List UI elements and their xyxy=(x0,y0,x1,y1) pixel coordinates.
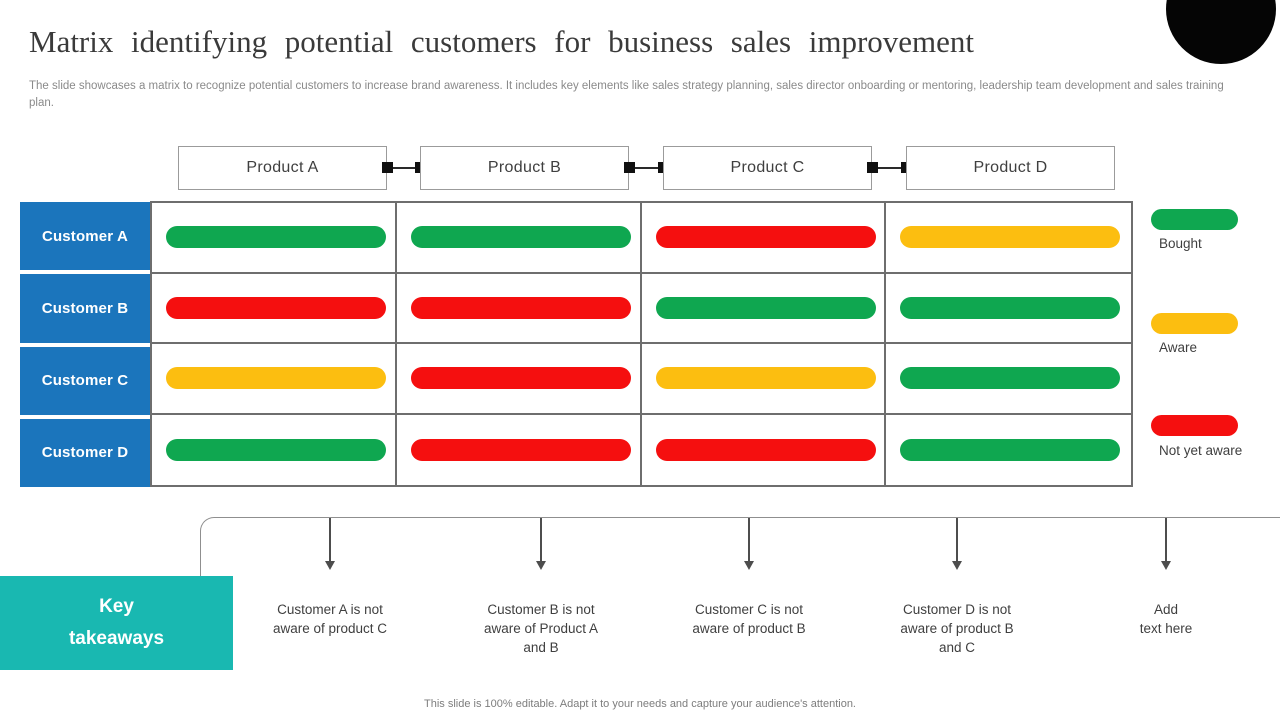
matrix-cell xyxy=(886,415,1131,486)
connector-line xyxy=(628,167,664,169)
matrix-cell xyxy=(886,274,1131,344)
slide-subtitle: The slide showcases a matrix to recogniz… xyxy=(29,80,1224,110)
matrix-cell xyxy=(396,203,642,274)
legend-pill-not-yet-aware xyxy=(1151,415,1238,436)
matrix-cell xyxy=(152,203,397,274)
connector-line xyxy=(386,167,421,169)
connector-node xyxy=(866,162,878,173)
matrix-cell xyxy=(641,273,887,344)
key-takeaways-box: Key takeaways xyxy=(0,576,233,670)
status-pill-not-yet-aware xyxy=(655,226,876,249)
legend-pill-bought xyxy=(1151,209,1238,230)
legend-label: Aware xyxy=(1159,340,1198,355)
status-pill-not-yet-aware xyxy=(410,296,631,319)
customer-label: Customer C xyxy=(20,346,150,415)
matrix-cell xyxy=(152,414,397,485)
connector xyxy=(623,162,669,174)
matrix-cell xyxy=(152,273,397,344)
status-pill-not-yet-aware xyxy=(410,438,631,461)
matrix-cell xyxy=(641,344,887,415)
footer-note: This slide is 100% editable. Adapt it to… xyxy=(424,698,856,710)
status-pill-not-yet-aware xyxy=(166,296,386,319)
arrow-down-stem xyxy=(540,518,542,562)
matrix-cell xyxy=(396,273,642,344)
status-pill-bought xyxy=(166,438,386,461)
matrix-cell xyxy=(886,344,1131,415)
status-pill-bought xyxy=(410,226,631,249)
connector-node xyxy=(623,162,635,173)
status-pill-bought xyxy=(900,296,1121,319)
status-pill-aware xyxy=(166,367,386,390)
key-takeaways-line2: takeaways xyxy=(68,628,165,649)
arrow-down-icon xyxy=(536,561,546,570)
product-header: Product C xyxy=(663,146,872,190)
arrow-down-stem xyxy=(1165,518,1167,562)
status-pill-aware xyxy=(655,367,876,390)
decorative-circle xyxy=(1166,0,1276,64)
customer-label: Customer A xyxy=(20,202,150,271)
matrix-cell xyxy=(641,203,887,274)
status-pill-bought xyxy=(900,367,1121,390)
connector xyxy=(381,162,426,174)
arrow-down-icon xyxy=(744,561,754,570)
key-takeaways-line1: Key xyxy=(99,595,134,617)
matrix-cell xyxy=(396,344,642,415)
connector-node xyxy=(381,162,393,173)
legend-label: Not yet aware xyxy=(1159,443,1243,458)
status-pill-bought xyxy=(900,438,1121,461)
product-header: Product A xyxy=(178,146,387,190)
arrow-down-stem xyxy=(956,518,958,562)
arrow-down-icon xyxy=(325,561,335,570)
arrow-down-stem xyxy=(748,518,750,562)
product-header: Product B xyxy=(420,146,629,190)
status-pill-aware xyxy=(900,226,1121,249)
arrow-down-stem xyxy=(329,518,331,562)
status-pill-not-yet-aware xyxy=(410,367,631,390)
matrix-cell xyxy=(642,414,887,485)
legend-label: Bought xyxy=(1159,236,1202,251)
connector xyxy=(866,162,912,174)
matrix-cell xyxy=(886,203,1131,274)
matrix-grid xyxy=(150,201,1133,487)
customer-label: Customer B xyxy=(20,274,150,343)
matrix-cell xyxy=(397,414,642,485)
matrix-cell xyxy=(152,344,397,415)
product-header: Product D xyxy=(906,146,1115,190)
legend-pill-aware xyxy=(1151,313,1238,334)
status-pill-bought xyxy=(166,226,386,249)
arrow-down-icon xyxy=(952,561,962,570)
status-pill-bought xyxy=(655,296,876,319)
bracket-line xyxy=(200,517,1280,577)
slide-title: Matrix identifying potential customers f… xyxy=(29,24,975,59)
connector-line xyxy=(871,167,907,169)
customer-label: Customer D xyxy=(20,418,150,487)
status-pill-not-yet-aware xyxy=(655,438,876,461)
arrow-down-icon xyxy=(1161,561,1171,570)
